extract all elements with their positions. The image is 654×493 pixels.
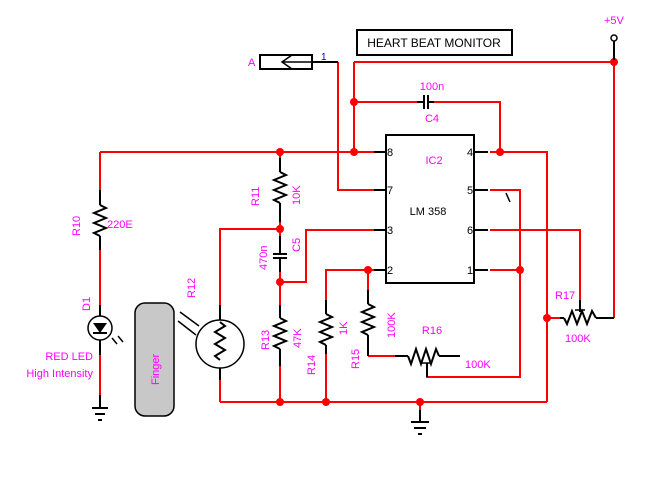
c4-value: 100n (420, 81, 444, 93)
title-frame (356, 29, 513, 56)
resistor-icon (563, 308, 597, 327)
supply-terminal-icon (610, 34, 618, 42)
resistor-r14: R14 1K (306, 300, 350, 375)
supply-label: +5V (604, 15, 625, 27)
resistor-r11: R11 10K (250, 158, 303, 222)
diode-triangle-icon (93, 323, 107, 333)
r17-ref: R17 (555, 290, 575, 302)
wire-pin2-to-r14 (325, 269, 380, 300)
potentiometer-r16: R16 100K (395, 325, 491, 377)
resistor-icon (213, 321, 227, 361)
light-ray-icon (111, 337, 118, 345)
connector-a: A 1 (248, 52, 338, 70)
light-ray-icon (117, 335, 124, 343)
d1-desc-line2: High Intensity (26, 368, 93, 380)
resistor-r13: R13 47K (260, 305, 304, 366)
ic-part: LM 358 (410, 206, 447, 218)
junction (364, 266, 372, 274)
ground-symbol-left (92, 395, 108, 421)
wire-c4-right (434, 101, 501, 152)
ic-pin-label: 7 (387, 185, 393, 197)
r14-ref: R14 (306, 355, 318, 375)
ground-symbol-main (411, 410, 429, 435)
junction (276, 148, 284, 156)
resistor-icon (317, 313, 335, 346)
junction (543, 314, 551, 322)
wire-pin5 (490, 189, 521, 270)
resistor-icon (271, 171, 289, 204)
connector-name: A (248, 57, 256, 69)
r13-value: 47K (292, 328, 304, 348)
finger-label: Finger (150, 353, 162, 385)
capacitor-c5: 470n C5 (258, 236, 303, 272)
r12-ref: R12 (186, 278, 198, 298)
r13-ref: R13 (260, 330, 272, 350)
r15-value: 100K (386, 312, 398, 338)
r16-ref: R16 (422, 325, 442, 337)
ic-pin-label: 8 (387, 147, 393, 159)
d1-ref: D1 (81, 297, 93, 311)
c4-ref: C4 (425, 113, 439, 125)
ic2-lm358: 8 7 3 2 4 5 6 1 IC2 LM 358 (374, 134, 511, 284)
r15-ref: R15 (350, 349, 362, 369)
ic-ref: IC2 (425, 155, 442, 167)
finger-block: Finger (134, 302, 175, 417)
resistor-icon (271, 317, 289, 350)
resistor-r15: R15 100K (350, 290, 398, 369)
junction (276, 225, 284, 233)
diagram-title: HEART BEAT MONITOR (367, 36, 501, 50)
connector-pin-number: 1 (321, 52, 327, 63)
capacitor-c4: 100n C4 (417, 81, 444, 125)
wire-connector-to-pin7 (337, 62, 380, 191)
ic-pin-label: 4 (467, 147, 473, 159)
potentiometer-r17: R17 100K (555, 290, 614, 345)
ic-pin-label: 5 (467, 185, 473, 197)
junction (516, 266, 524, 274)
r17-value: 100K (565, 333, 591, 345)
resistor-r10: 220E R10 (71, 190, 133, 250)
junction (350, 148, 358, 156)
r11-value: 10K (291, 185, 303, 205)
ic-pin-label: 2 (387, 265, 393, 277)
title-box: HEART BEAT MONITOR (356, 29, 513, 56)
junction (322, 398, 330, 406)
r14-value: 1K (338, 321, 350, 335)
ic-pin-label: 3 (387, 225, 393, 237)
wire-c5-to-pin3 (280, 229, 380, 283)
junctions (276, 58, 618, 406)
r11-ref: R11 (250, 187, 262, 206)
ic-body (385, 134, 475, 284)
junction (276, 278, 284, 286)
wires (99, 61, 615, 412)
resistor-icon (91, 204, 109, 237)
ldr-icon (195, 319, 245, 369)
led-d1: D1 RED LED High Intensity (26, 297, 124, 380)
resistor-icon (359, 303, 377, 336)
stray-mark (505, 192, 511, 203)
wire-pin6-to-r17 (490, 229, 581, 305)
c5-value: 470n (258, 246, 270, 270)
light-ray-icon (177, 320, 197, 336)
ldr-r12: R12 (177, 278, 245, 380)
wire-r12-top (219, 228, 280, 305)
finger-shape (134, 302, 175, 417)
junction (610, 58, 618, 66)
r16-value: 100K (465, 359, 491, 371)
r10-value: 220E (107, 219, 133, 231)
ic-pin-label: 6 (467, 225, 473, 237)
junction (416, 398, 424, 406)
junction (350, 98, 358, 106)
c5-ref: C5 (291, 238, 303, 252)
d1-desc-line1: RED LED (45, 351, 93, 363)
resistor-icon (407, 345, 440, 368)
junction (276, 398, 284, 406)
supply-terminal: +5V (604, 15, 625, 60)
light-ray-icon (179, 311, 200, 327)
ic-pin-label: 1 (467, 265, 473, 277)
r10-ref: R10 (71, 216, 83, 236)
junction (496, 148, 504, 156)
